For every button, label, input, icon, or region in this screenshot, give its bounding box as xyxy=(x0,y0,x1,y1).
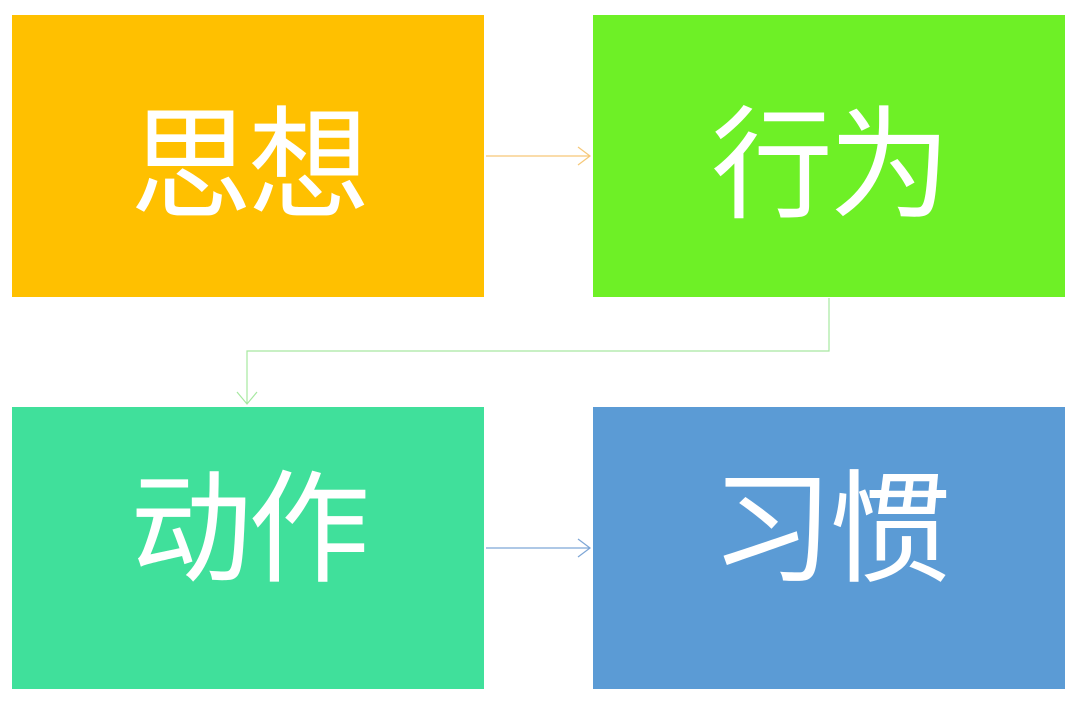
node-thought-label: 思想 xyxy=(130,95,370,237)
connector-behavior-to-action xyxy=(236,298,830,405)
node-habit: 习惯 xyxy=(593,407,1065,689)
node-behavior-label: 行为 xyxy=(711,95,951,237)
connector-action-to-habit xyxy=(486,538,591,558)
node-behavior: 行为 xyxy=(593,15,1065,297)
node-action: 动作 xyxy=(12,407,484,689)
node-thought: 思想 xyxy=(12,15,484,297)
node-action-label: 动作 xyxy=(130,459,370,601)
connector-thought-to-behavior xyxy=(486,146,591,166)
node-habit-label: 习惯 xyxy=(711,459,951,601)
